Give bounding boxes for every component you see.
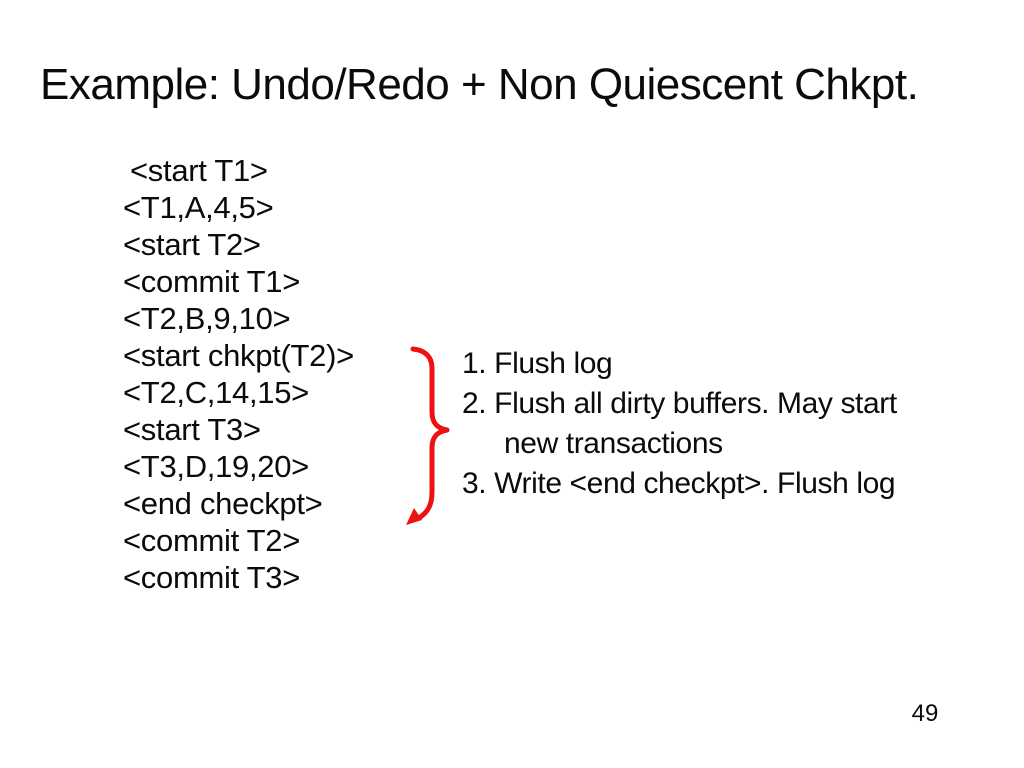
step-line: 1. Flush log — [462, 347, 613, 380]
log-line: <start T2> — [123, 227, 261, 262]
log-line: <T2,B,9,10> — [123, 301, 291, 336]
log-line: <T2,C,14,15> — [123, 375, 309, 410]
arrowhead — [406, 508, 422, 525]
step-line: 2. Flush all dirty buffers. May start — [462, 387, 897, 420]
curly-brace-arrow-icon — [406, 346, 450, 525]
curly-brace-path — [410, 346, 450, 521]
step-line: 3. Write <end checkpt>. Flush log — [462, 467, 896, 500]
red-brace-arrow — [395, 340, 465, 535]
log-line: <start chkpt(T2)> — [123, 338, 354, 373]
log-line: <T3,D,19,20> — [123, 449, 309, 484]
transaction-log-list: <start T1> <T1,A,4,5> <start T2> <commit… — [123, 152, 354, 596]
slide-title: Example: Undo/Redo + Non Quiescent Chkpt… — [40, 60, 919, 109]
log-line: <end checkpt> — [123, 486, 323, 521]
log-line: <commit T2> — [123, 523, 301, 558]
step-line-continuation: new transactions — [504, 427, 723, 460]
log-line: <start T3> — [123, 412, 261, 447]
checkpoint-steps-list: 1. Flush log 2. Flush all dirty buffers.… — [462, 344, 897, 504]
slide-page-number: 49 — [911, 700, 939, 727]
log-line: <commit T3> — [123, 560, 301, 595]
log-line: <commit T1> — [123, 264, 301, 299]
log-line: <start T1> — [130, 153, 268, 188]
log-line: <T1,A,4,5> — [123, 190, 274, 225]
